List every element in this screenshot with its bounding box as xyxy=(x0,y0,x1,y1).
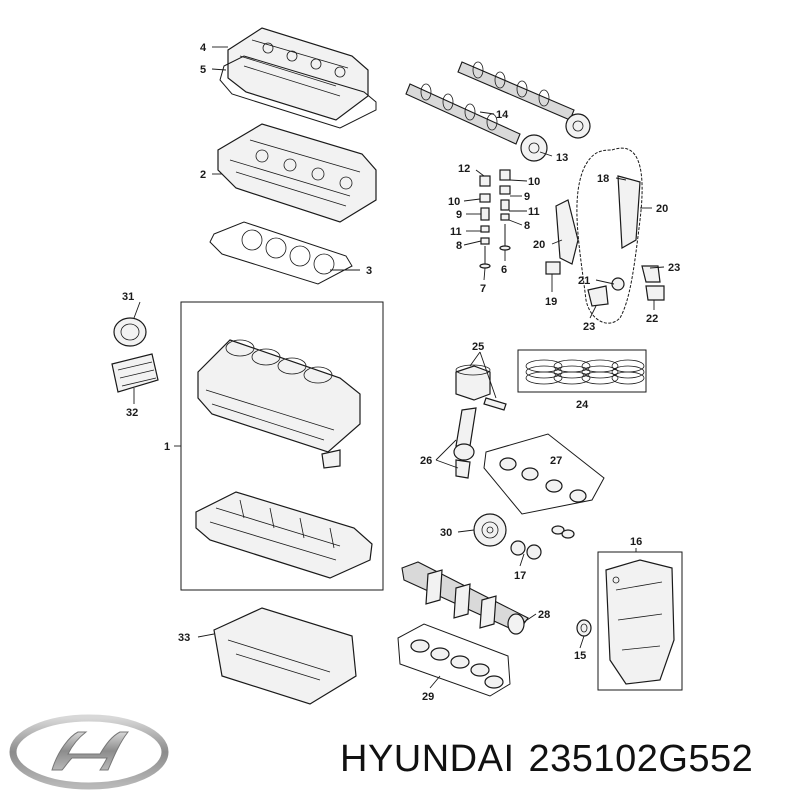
callout-15: 15 xyxy=(574,650,586,662)
callout-12: 12 xyxy=(458,163,470,175)
valve-cover xyxy=(227,27,369,121)
callout-26: 26 xyxy=(420,455,432,467)
brand-name: HYUNDAI xyxy=(340,738,515,780)
piston-rings xyxy=(525,359,645,385)
callout-18: 18 xyxy=(597,173,609,185)
callout-6: 6 xyxy=(501,264,507,276)
footer-part-label: HYUNDAI 235102G552 xyxy=(340,738,790,786)
crankshaft xyxy=(401,561,529,635)
callout-8-left: 8 xyxy=(456,240,462,252)
callout-31: 31 xyxy=(122,291,134,303)
callout-20-right: 20 xyxy=(656,203,668,215)
callout-10-left: 10 xyxy=(448,196,460,208)
rear-seal-and-retainer xyxy=(111,317,159,393)
callout-28: 28 xyxy=(538,609,550,621)
callout-23-right: 23 xyxy=(668,262,680,274)
head-gasket xyxy=(209,221,353,285)
callout-11-right: 11 xyxy=(528,206,540,218)
piston-rings-frame xyxy=(517,349,647,393)
callout-14: 14 xyxy=(496,109,509,121)
hyundai-logo-icon xyxy=(9,714,169,790)
callout-27: 27 xyxy=(550,455,562,467)
callout-16: 16 xyxy=(630,536,642,548)
callout-11-left: 11 xyxy=(450,226,462,238)
piston xyxy=(455,364,507,411)
callout-9-left: 9 xyxy=(456,209,462,221)
timing-chain xyxy=(545,147,665,324)
callout-30: 30 xyxy=(440,527,452,539)
callout-10-right: 10 xyxy=(528,176,540,188)
callout-32: 32 xyxy=(126,407,138,419)
callout-2: 2 xyxy=(200,169,206,181)
callout-20-left: 20 xyxy=(533,239,545,251)
callout-19: 19 xyxy=(545,296,557,308)
callout-labels: 4 5 2 3 14 13 12 10 10 9 9 11 11 8 8 6 7… xyxy=(122,42,680,703)
valve-train-left xyxy=(479,175,491,269)
crank-sprocket-and-spacer xyxy=(510,525,575,560)
callout-23-left: 23 xyxy=(583,321,595,333)
main-bearings xyxy=(397,623,511,697)
callout-13: 13 xyxy=(556,152,568,164)
part-number: 235102G552 xyxy=(528,738,754,780)
callout-3: 3 xyxy=(366,265,372,277)
callout-5: 5 xyxy=(200,64,206,76)
callout-33: 33 xyxy=(178,632,190,644)
cylinder-head xyxy=(217,123,377,223)
callout-21: 21 xyxy=(578,275,590,287)
leader-lines xyxy=(133,46,665,689)
valve-cover-gasket xyxy=(219,55,377,129)
oil-pan xyxy=(213,607,357,705)
front-seal xyxy=(576,619,592,637)
callout-4: 4 xyxy=(200,42,207,54)
callout-9-right: 9 xyxy=(524,191,530,203)
callout-22: 22 xyxy=(646,313,658,325)
engine-block xyxy=(197,339,361,469)
timing-cover-frame xyxy=(597,551,683,691)
timing-cover xyxy=(605,559,675,685)
rod-bearings xyxy=(483,433,605,515)
callout-25: 25 xyxy=(472,341,484,353)
connecting-rod xyxy=(453,407,477,479)
callout-7: 7 xyxy=(480,283,486,295)
callout-8-right: 8 xyxy=(524,220,530,232)
lower-crankcase xyxy=(195,491,373,579)
callout-29: 29 xyxy=(422,691,434,703)
valve-train-right xyxy=(499,169,511,251)
crank-pulley xyxy=(473,513,507,547)
callout-17: 17 xyxy=(514,570,526,582)
callout-24: 24 xyxy=(576,399,589,411)
cam-sprockets xyxy=(520,113,591,162)
camshafts xyxy=(405,61,575,145)
callout-1: 1 xyxy=(164,441,170,453)
